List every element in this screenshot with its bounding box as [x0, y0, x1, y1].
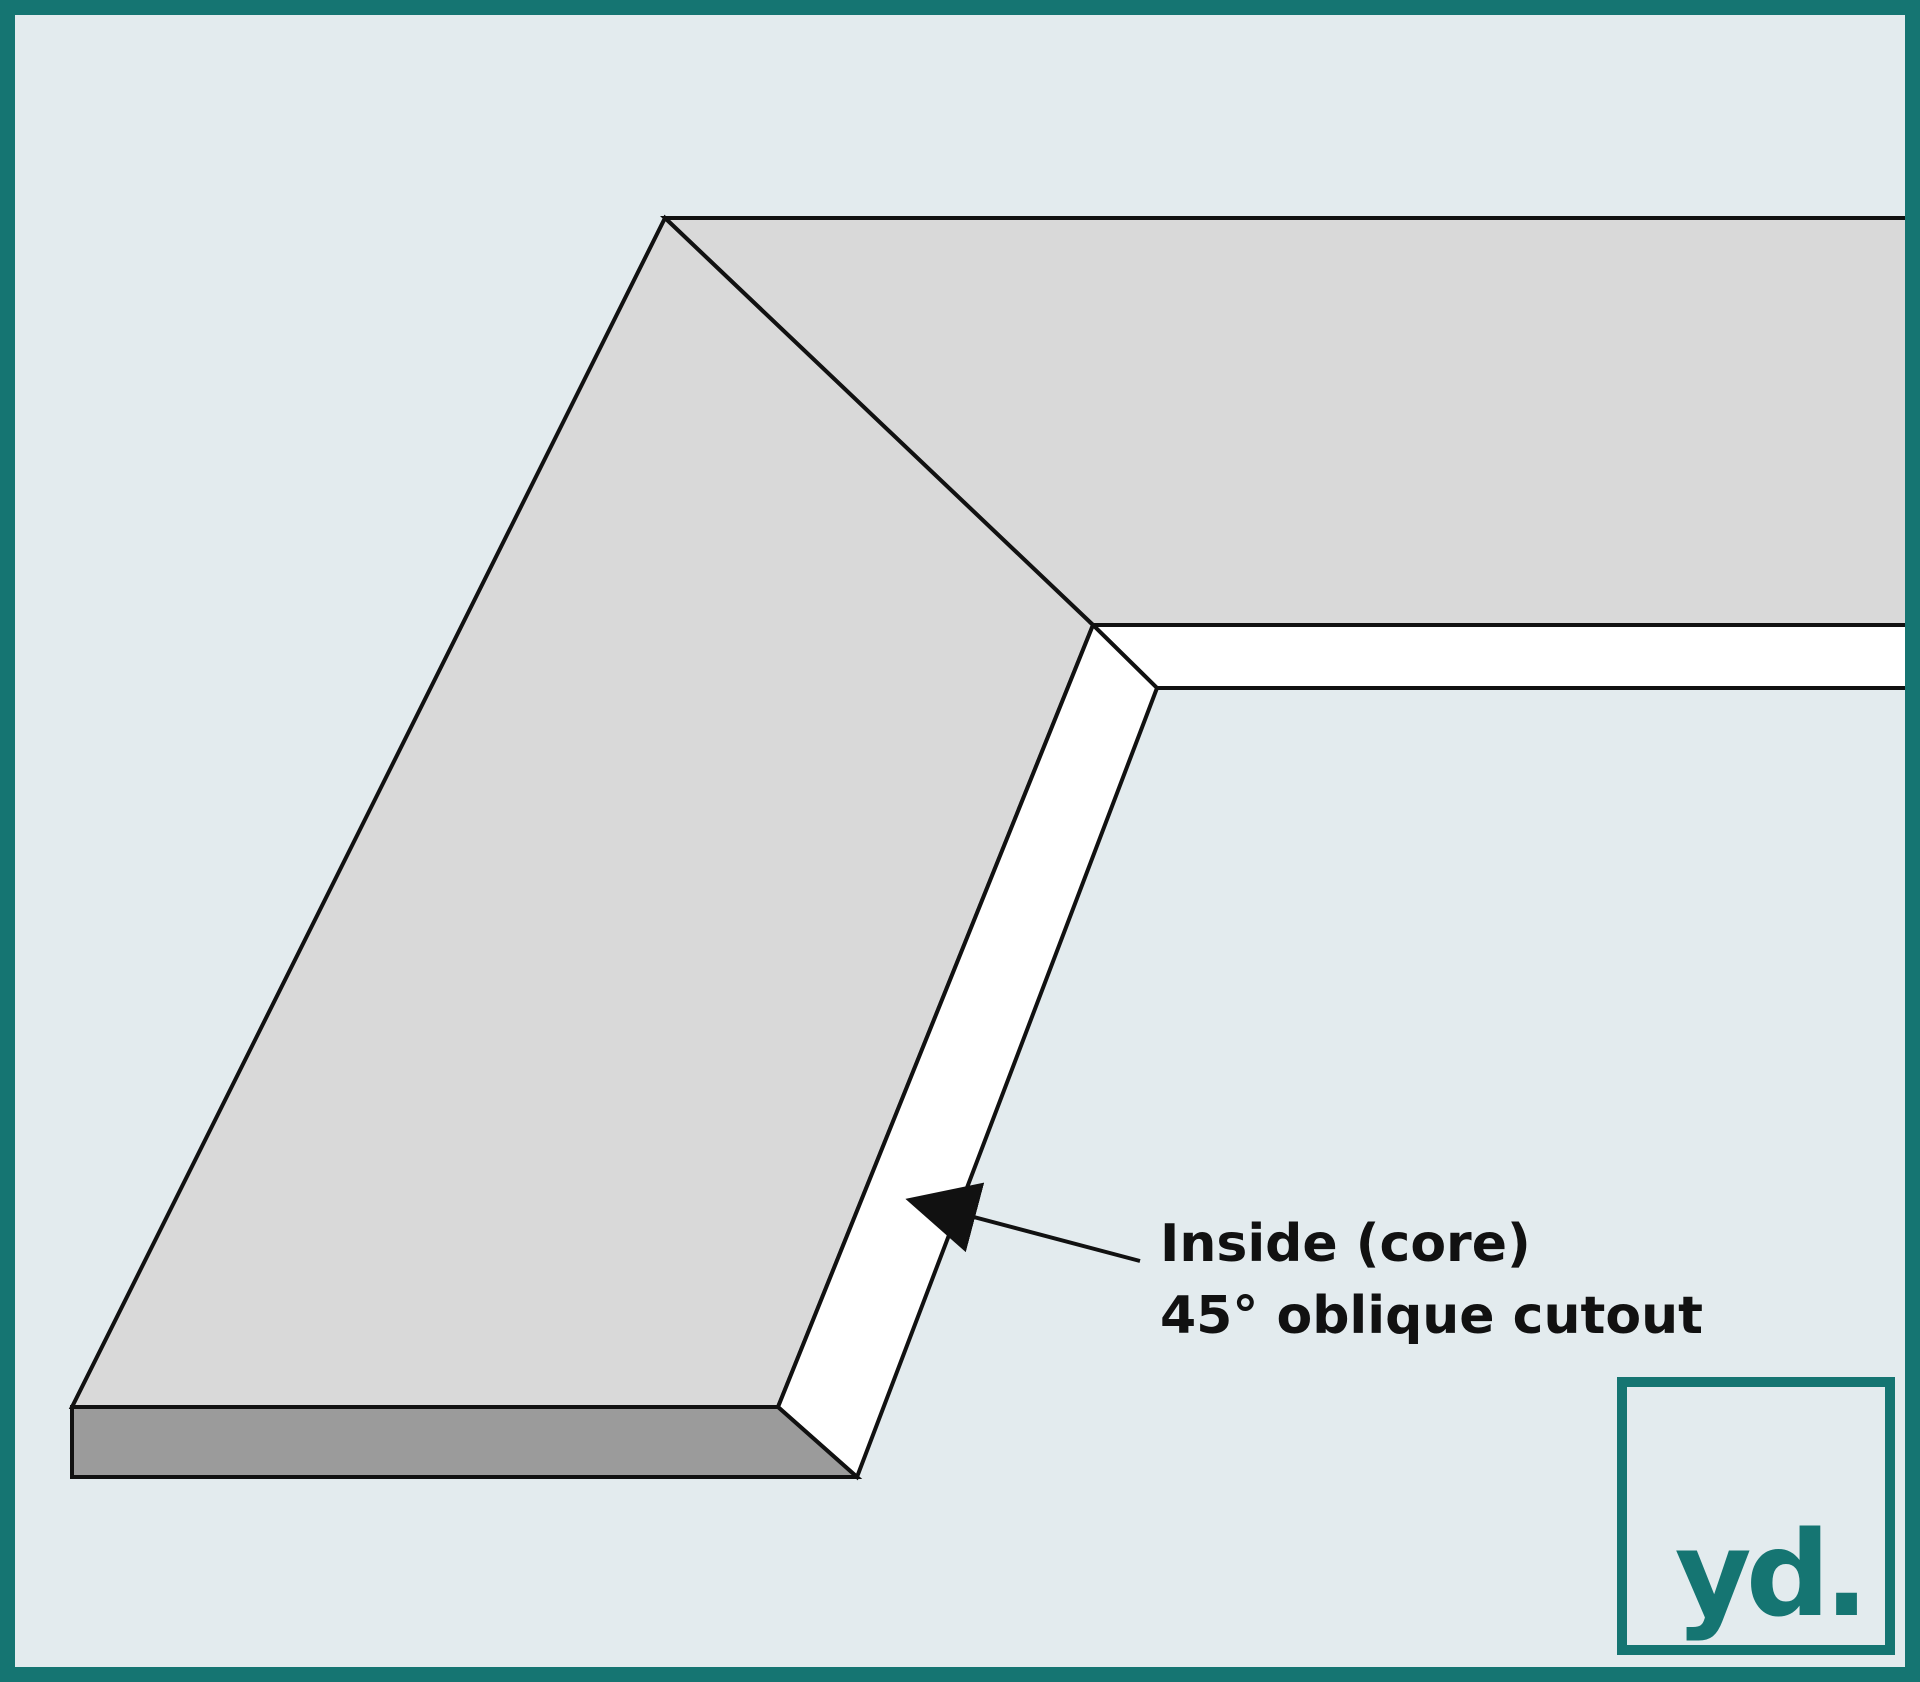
brand-logo: yd.: [1617, 1377, 1895, 1655]
callout-line-2: 45° oblique cutout: [1160, 1286, 1703, 1346]
callout-line-1: Inside (core): [1160, 1214, 1531, 1274]
mitered-countertop-diagram: Inside (core) 45° oblique cutout: [68, 214, 1905, 1481]
upper-board-inside-cut: [1088, 623, 1905, 690]
callout-arrow: [905, 1182, 1141, 1263]
brand-logo-text: yd.: [1674, 1505, 1869, 1643]
front-edge-thickness: [70, 1405, 863, 1479]
